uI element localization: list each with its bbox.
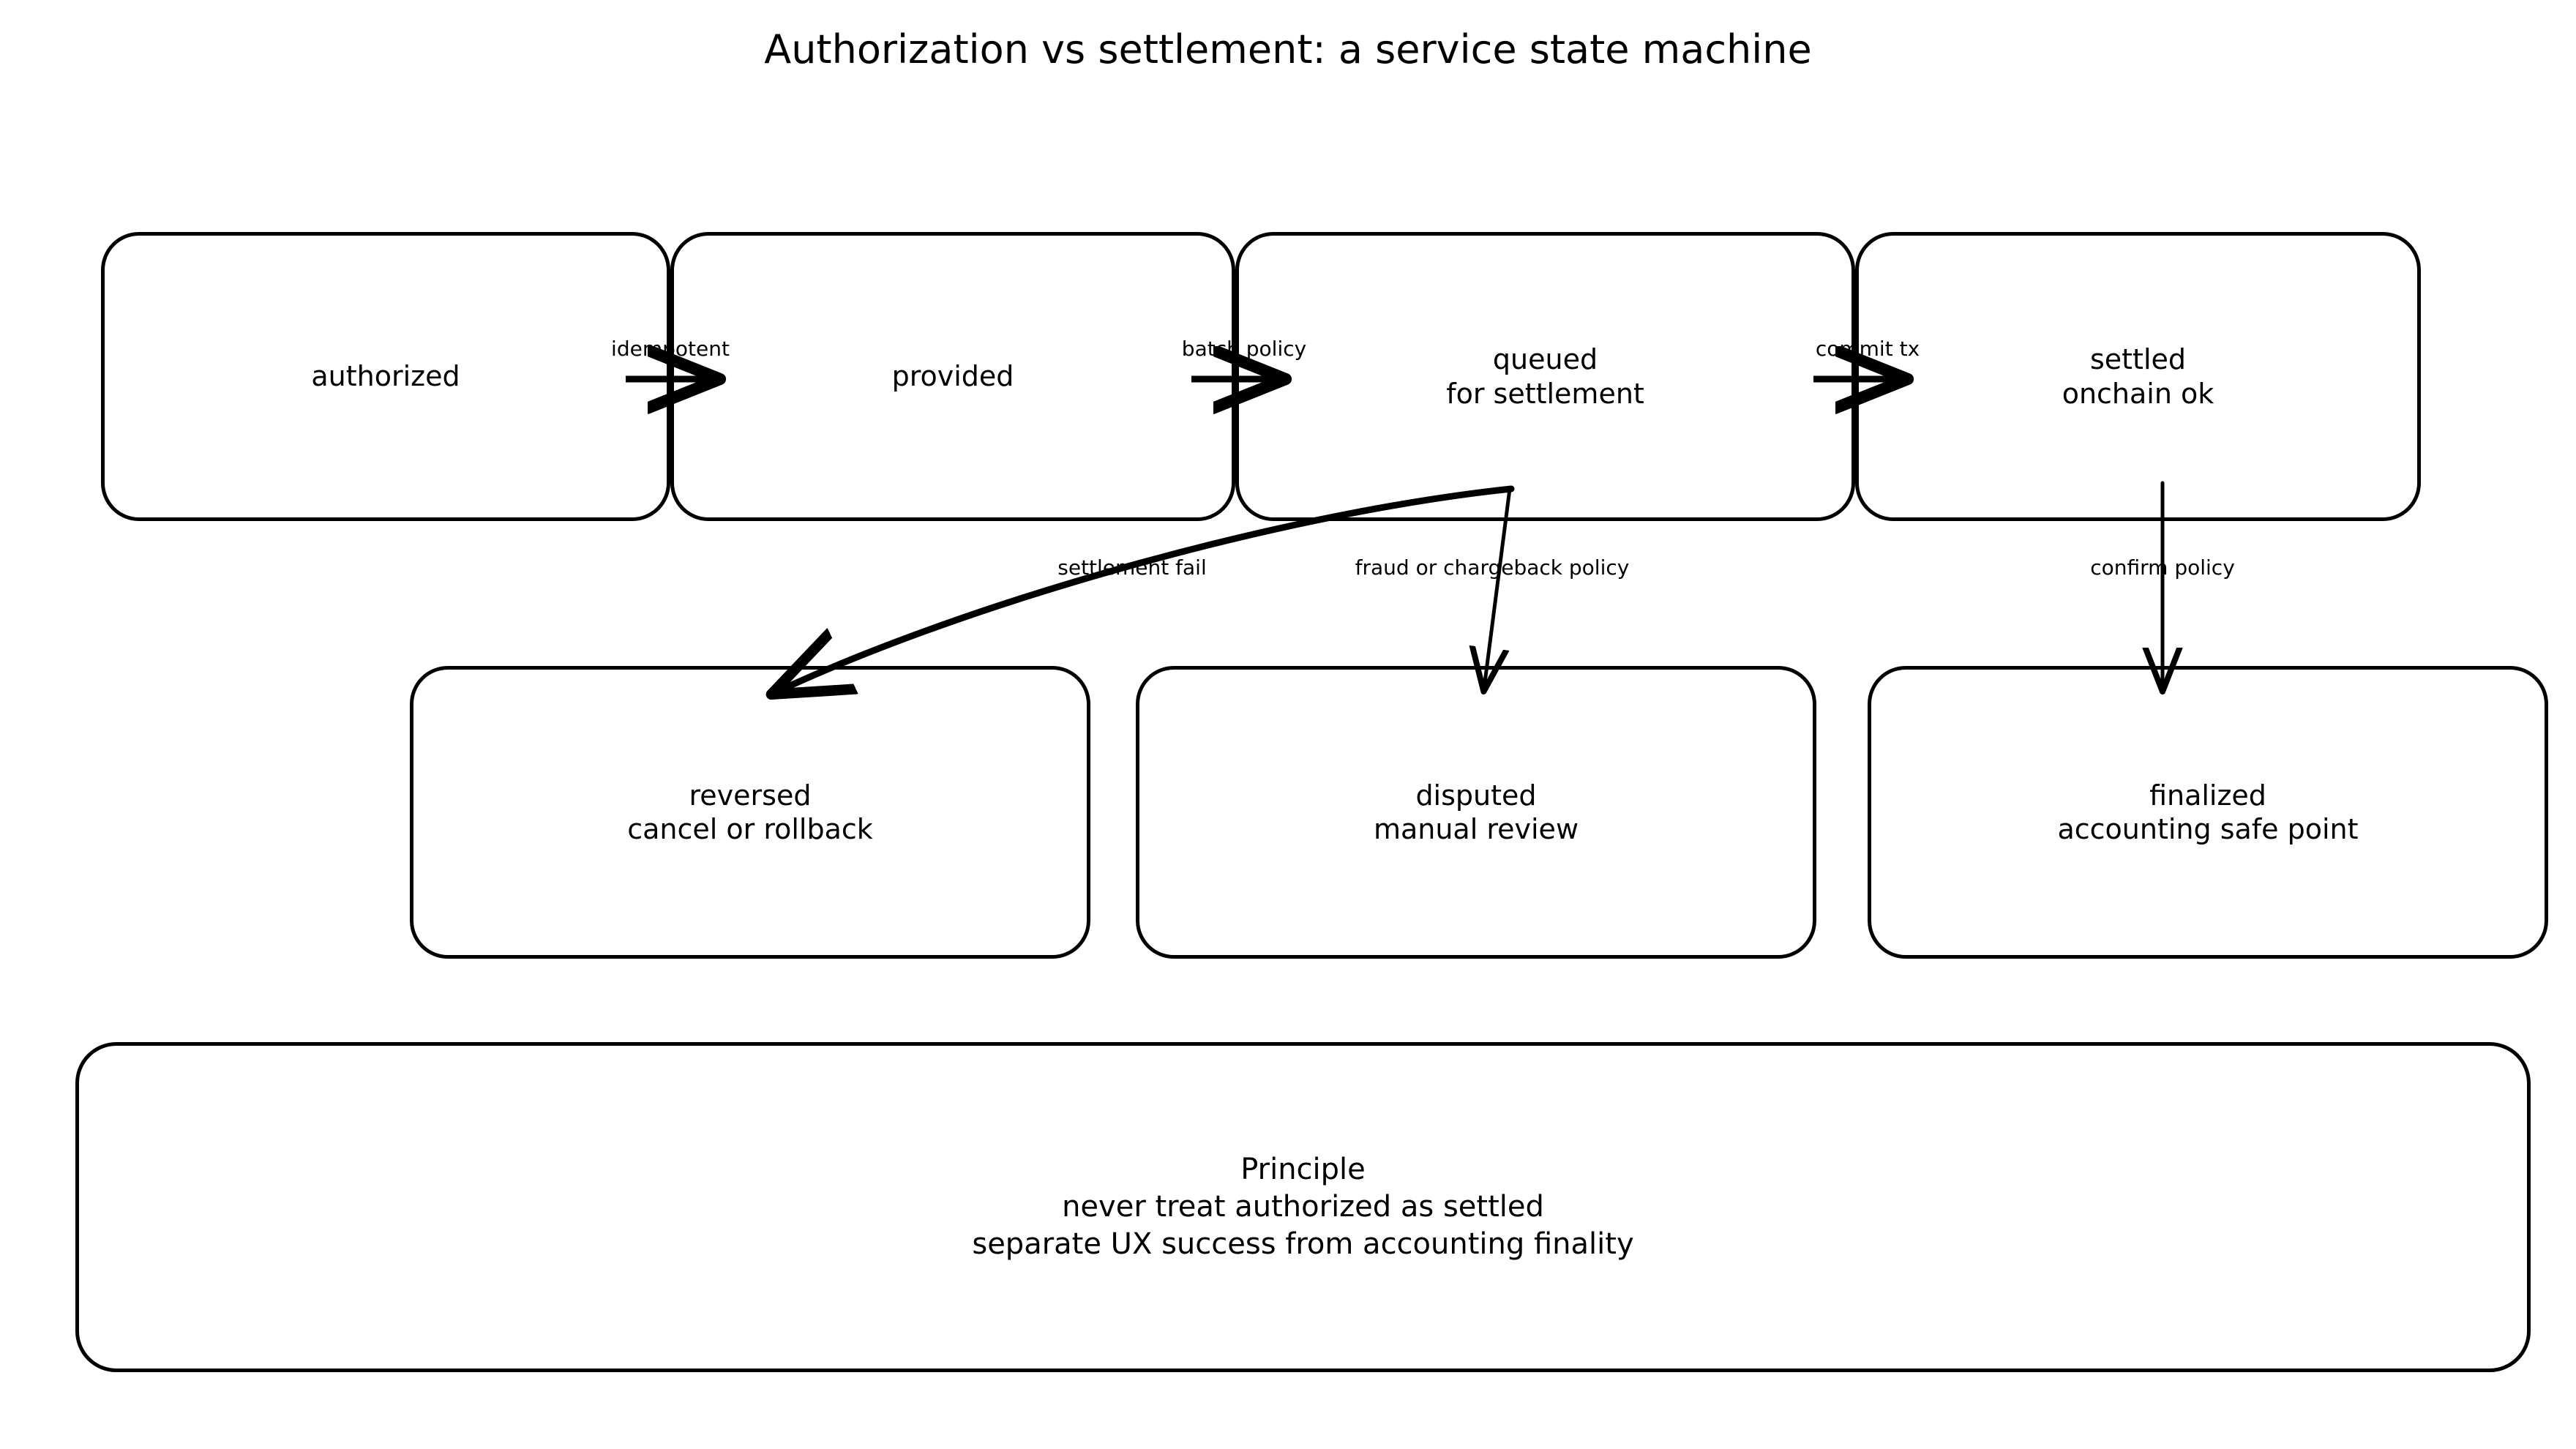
- edge-label-confirm-policy: confirm policy: [2090, 555, 2235, 580]
- principle-label: Principle never treat authorized as sett…: [972, 1152, 1634, 1262]
- edge-label-commit-tx: commit tx: [1815, 337, 1920, 361]
- state-label-reversed: reversed cancel or rollback: [627, 779, 873, 845]
- state-label-settled: settled onchain ok: [2062, 343, 2214, 410]
- state-label-disputed: disputed manual review: [1373, 779, 1579, 845]
- state-box-provided[interactable]: provided: [670, 232, 1235, 521]
- edge-label-idempotent: idempotent: [611, 337, 730, 361]
- state-label-authorized: authorized: [311, 360, 460, 393]
- page-title: Authorization vs settlement: a service s…: [764, 26, 1812, 72]
- arrow-queued-to-disputed: [1484, 487, 1512, 688]
- state-box-settled[interactable]: settled onchain ok: [1855, 232, 2421, 521]
- state-box-finalized[interactable]: finalized accounting safe point: [1868, 666, 2548, 959]
- edge-label-batch-policy: batch policy: [1181, 337, 1307, 361]
- state-box-reversed[interactable]: reversed cancel or rollback: [410, 666, 1090, 959]
- state-box-disputed[interactable]: disputed manual review: [1136, 666, 1816, 959]
- state-label-finalized: finalized accounting safe point: [2057, 779, 2359, 845]
- arrow-queued-to-reversed: [777, 485, 1515, 692]
- edge-label-fraud-or-chargeback-policy: fraud or chargeback policy: [1355, 555, 1630, 580]
- principle-box[interactable]: Principle never treat authorized as sett…: [75, 1042, 2531, 1372]
- state-label-queued: queued for settlement: [1446, 343, 1644, 410]
- edge-label-settlement-fail: settlement fail: [1057, 555, 1207, 580]
- state-box-queued[interactable]: queued for settlement: [1235, 232, 1855, 521]
- state-label-provided: provided: [891, 360, 1014, 393]
- state-box-authorized[interactable]: authorized: [101, 232, 670, 521]
